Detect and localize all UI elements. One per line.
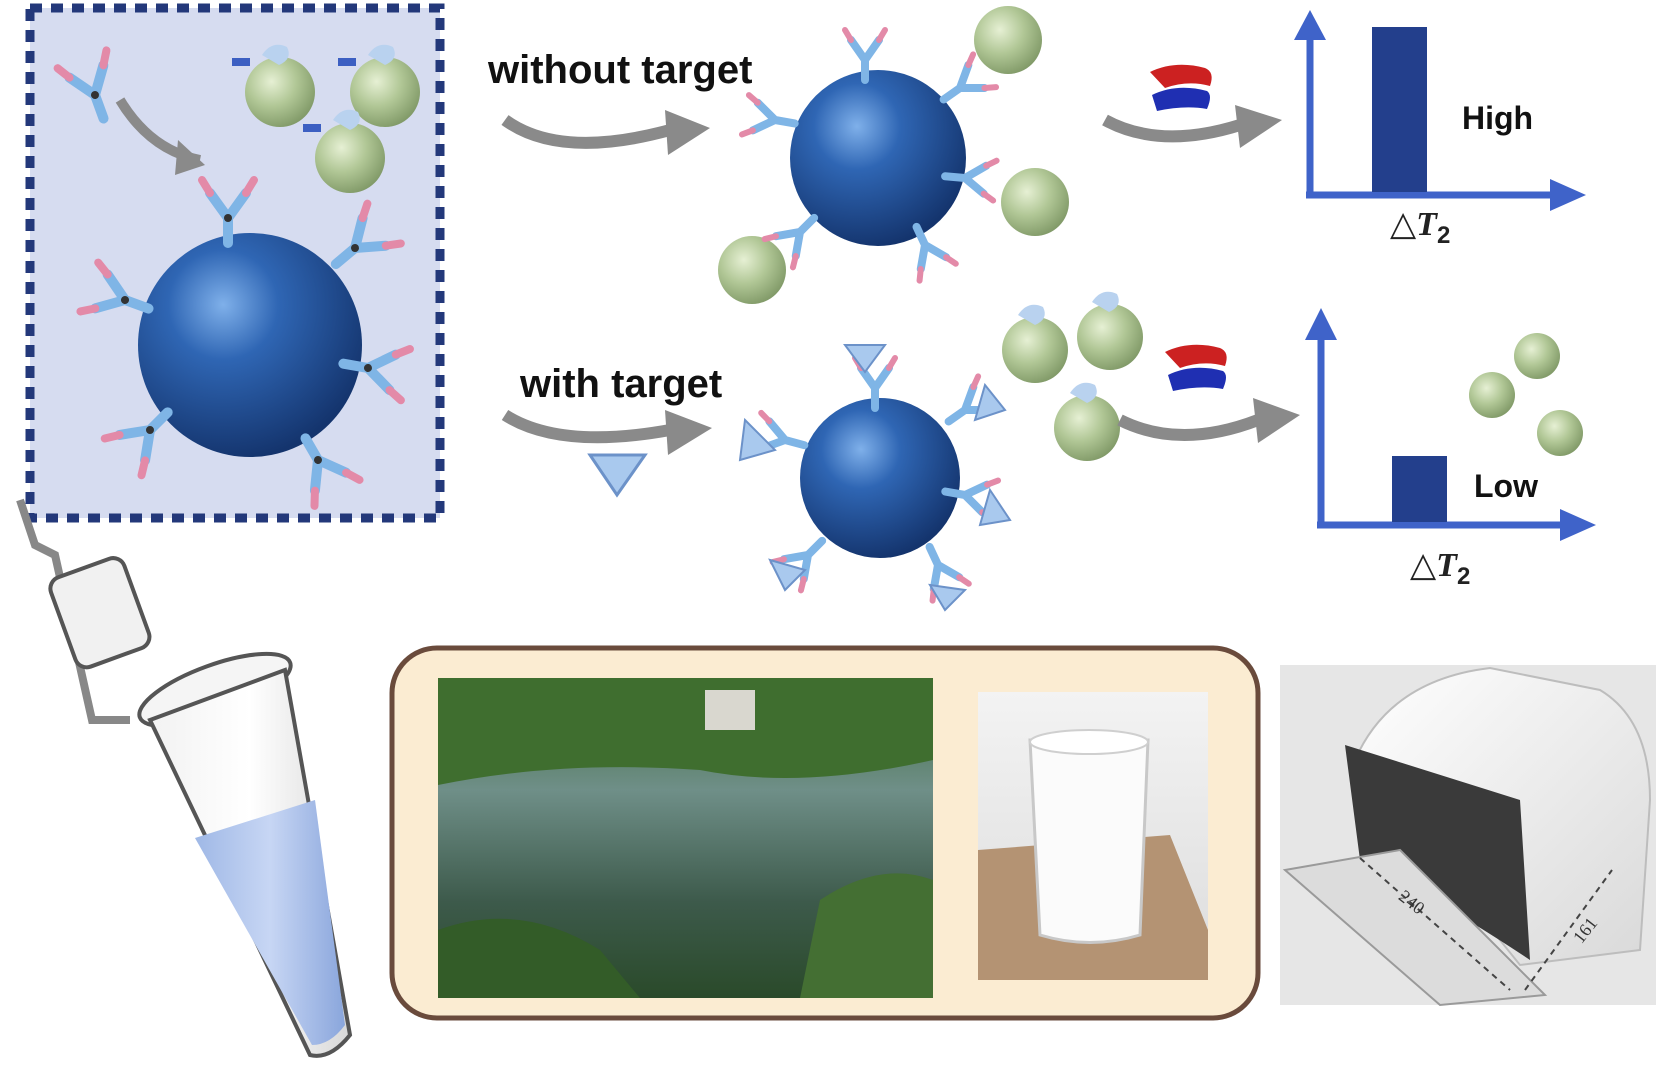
- axis-label-delta-t2-bottom: △T2: [1410, 546, 1471, 590]
- arrowhead-icon: [665, 110, 710, 155]
- arrow-to-chart-top-icon: [1102, 114, 1242, 143]
- antibody-ring-icon: [53, 46, 414, 510]
- nmr-instrument-photo: [1280, 665, 1656, 1007]
- label-low: Low: [1474, 468, 1538, 504]
- nanoparticle-bead-complex-icon: [718, 6, 1069, 304]
- arrow-with-target-icon: [501, 409, 672, 444]
- chart-bar-high: [1372, 27, 1427, 192]
- arrowhead-icon: [1235, 105, 1282, 148]
- magnet-icon: [1150, 64, 1212, 111]
- axis-label-delta-t2-top: △T2: [1390, 205, 1451, 249]
- nanoparticle-target-complex-icon: [738, 344, 1012, 612]
- chart-bead-icon: [1469, 333, 1583, 456]
- arrowhead-icon: [665, 410, 712, 455]
- arrow-to-chart-bottom-icon: [1117, 414, 1261, 441]
- arrowhead-icon: [175, 140, 205, 175]
- arrow-without-target-icon: [501, 115, 672, 149]
- label-high: High: [1462, 100, 1534, 136]
- chart-low-axes: [1305, 308, 1596, 541]
- labeled-bead-icon: [232, 44, 420, 193]
- magnetic-nanoparticle-icon: [138, 233, 362, 457]
- chart-bar-low: [1392, 456, 1447, 522]
- sample-tube-icon: [16, 498, 353, 1058]
- label-with-target: with target: [520, 362, 723, 406]
- arrowhead-icon: [1253, 398, 1300, 443]
- free-bead-icon: [1002, 291, 1143, 461]
- target-antigen-icon: [587, 453, 648, 498]
- water-sample-photo: [438, 678, 933, 998]
- milk-sample-photo: [978, 692, 1208, 980]
- chart-high-axes: [1294, 10, 1586, 211]
- magnet-icon: [1165, 344, 1227, 391]
- label-without-target: without target: [488, 48, 753, 92]
